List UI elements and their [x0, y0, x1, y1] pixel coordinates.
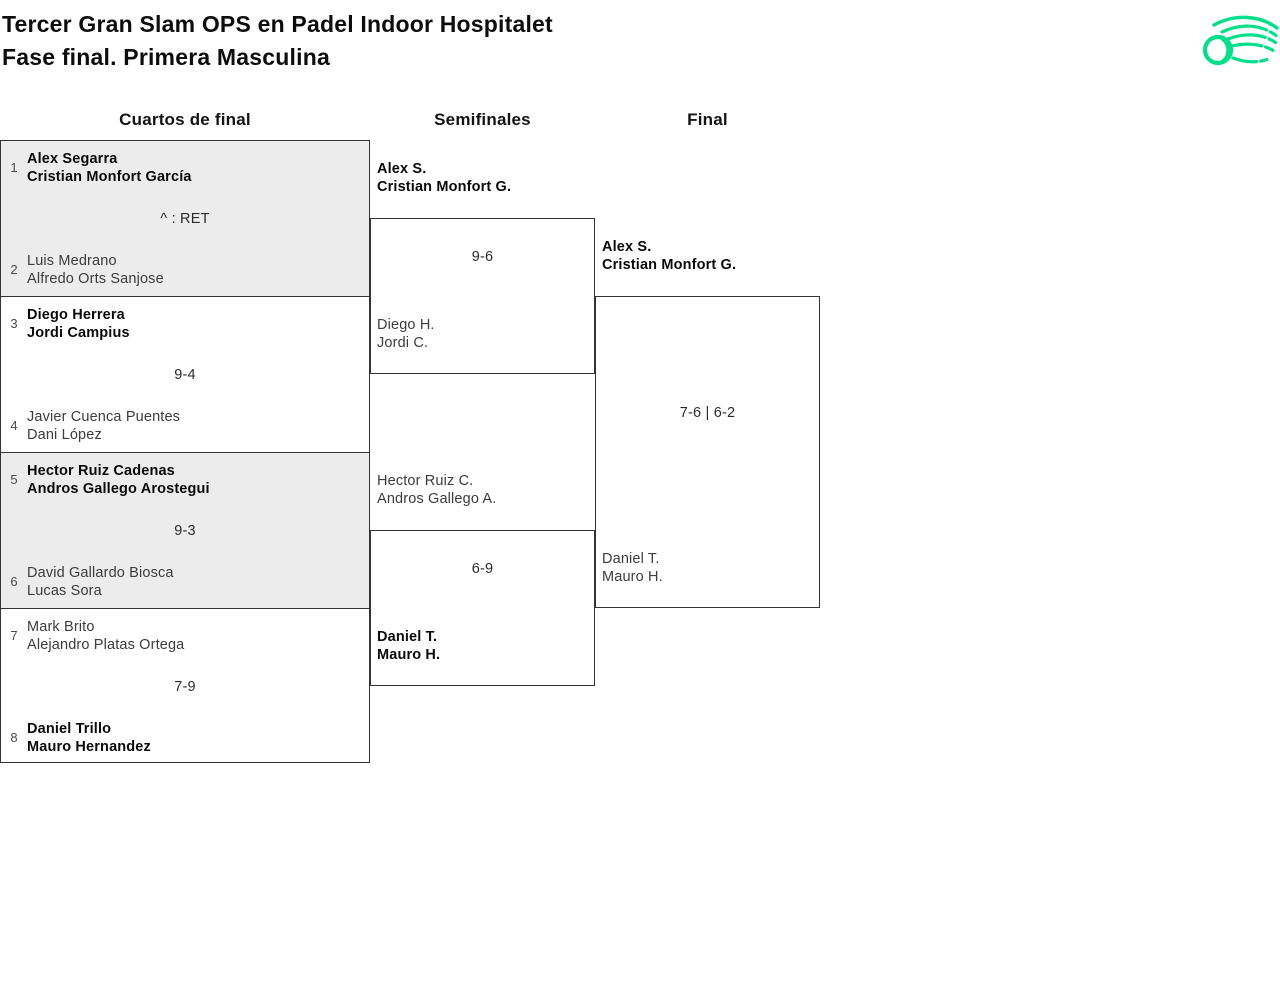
semifinal-match-2: 6-9	[370, 530, 595, 686]
quarterfinal-match-2: 3 Diego Herrera Jordi Campius 9-4 4 Javi…	[1, 296, 369, 452]
quarterfinal-match-4: 7 Mark Brito Alejandro Platas Ortega 7-9…	[1, 608, 369, 762]
team-name: Alex S. Cristian Monfort G.	[377, 161, 512, 195]
team-name: Daniel T. Mauro H.	[377, 629, 441, 663]
team-name: Luis Medrano Alfredo Orts Sanjose	[27, 253, 164, 287]
match-score: 9-4	[174, 367, 196, 383]
match-score: 9-6	[471, 249, 494, 265]
column-header-semifinals: Semifinales	[434, 110, 531, 129]
seed-number: 7	[10, 628, 18, 643]
team-name: Daniel Trillo Mauro Hernandez	[27, 721, 151, 755]
match-score: 7-9	[174, 679, 196, 695]
team-name: Daniel T. Mauro H.	[602, 551, 663, 585]
seed-number: 4	[10, 418, 18, 433]
column-header-final: Final	[687, 110, 728, 129]
team-name: Alex Segarra Cristian Monfort García	[27, 151, 192, 185]
seed-number: 3	[10, 316, 18, 331]
final-match: 7-6 | 6-2	[595, 296, 820, 608]
match-score: 6-9	[471, 561, 494, 577]
page-title-line2: Fase final. Primera Masculina	[2, 44, 330, 70]
flying-padel-ball-logo-icon	[1202, 15, 1279, 66]
team-name: Hector Ruiz C. Andros Gallego A.	[377, 473, 497, 507]
match-score: 7-6 | 6-2	[679, 405, 736, 421]
team-name: Mark Brito Alejandro Platas Ortega	[27, 619, 185, 653]
page-title: Tercer Gran Slam OPS en Padel Indoor Hos…	[2, 8, 553, 74]
seed-number: 1	[10, 160, 18, 175]
seed-number: 5	[10, 472, 18, 487]
match-score: ^ : RET	[160, 211, 210, 227]
team-name: David Gallardo Biosca Lucas Sora	[27, 565, 174, 599]
quarterfinal-match-3: 5 Hector Ruiz Cadenas Andros Gallego Aro…	[1, 452, 369, 608]
seed-number: 2	[10, 262, 18, 277]
seed-number: 6	[10, 574, 18, 589]
quarterfinals-column: 1 Alex Segarra Cristian Monfort García ^…	[0, 140, 370, 763]
match-score: 9-3	[174, 523, 196, 539]
page-title-line1: Tercer Gran Slam OPS en Padel Indoor Hos…	[2, 11, 553, 37]
team-name: Hector Ruiz Cadenas Andros Gallego Arost…	[27, 463, 210, 497]
team-name: Alex S. Cristian Monfort G.	[602, 239, 737, 273]
column-header-quarterfinals: Cuartos de final	[119, 110, 251, 129]
semifinal-match-1: 9-6	[370, 218, 595, 374]
team-name: Javier Cuenca Puentes Dani López	[27, 409, 181, 443]
team-name: Diego Herrera Jordi Campius	[27, 307, 130, 341]
team-name: Diego H. Jordi C.	[377, 317, 435, 351]
quarterfinal-match-1: 1 Alex Segarra Cristian Monfort García ^…	[1, 141, 369, 296]
seed-number: 8	[10, 730, 18, 745]
